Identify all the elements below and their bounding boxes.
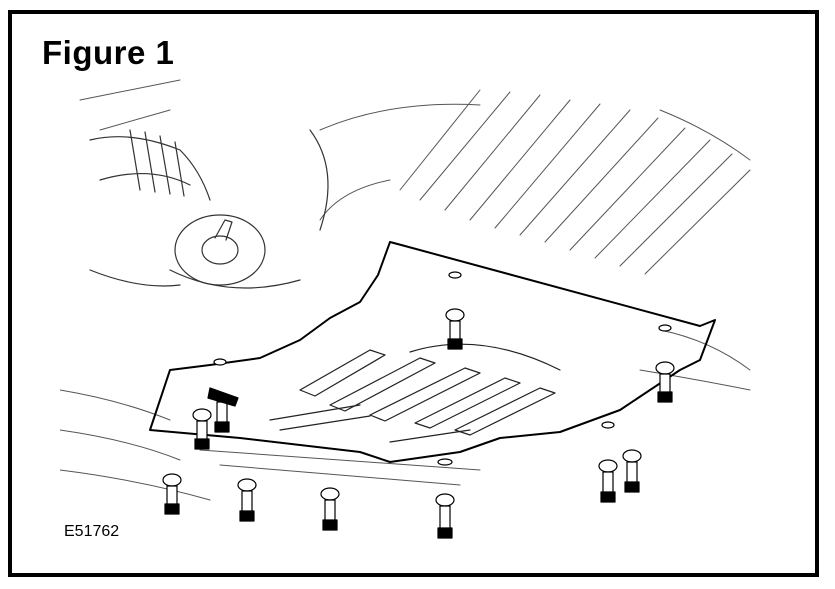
figure-title: Figure 1	[42, 34, 175, 71]
figure-reference-code: E51762	[64, 523, 120, 540]
figure-frame	[8, 10, 819, 577]
drive-shaft-boot	[89, 129, 329, 289]
chassis-background-lines	[60, 79, 751, 501]
bolt-holes	[207, 271, 672, 466]
mounting-bolts	[162, 308, 675, 539]
skid-plate-ribs	[269, 343, 561, 443]
underbody-shield-illustration	[60, 79, 751, 539]
skid-plate-outline	[149, 241, 716, 463]
